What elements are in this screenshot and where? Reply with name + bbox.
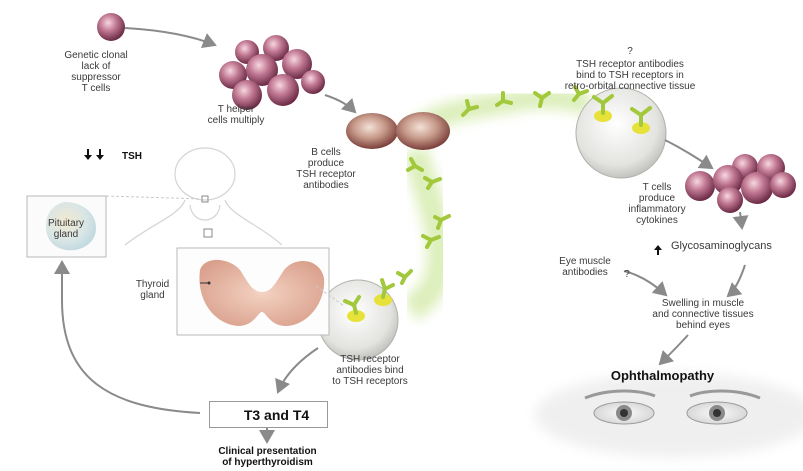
thyroid-marker bbox=[204, 229, 212, 237]
question-mark-top: ? bbox=[620, 46, 640, 57]
pituitary-marker bbox=[202, 196, 208, 202]
ophthalmopathy-label: Ophthalmopathy bbox=[580, 368, 745, 383]
eye-muscle-label: Eye muscle antibodies bbox=[545, 256, 625, 278]
decrease-arrows bbox=[84, 149, 104, 160]
clinical-presentation-label: Clinical presentation of hyperthyroidism bbox=[195, 446, 340, 468]
genetic-label: Genetic clonal lack of suppressor T cell… bbox=[46, 50, 146, 94]
question-mark-mid: ? bbox=[621, 269, 633, 280]
pituitary-label: Pituitary gland bbox=[31, 218, 101, 240]
t-helper-cell-cluster bbox=[219, 35, 325, 110]
retro-orbital-label: TSH receptor antibodies bind to TSH rece… bbox=[545, 59, 715, 92]
glycosaminoglycans-label: Glycosaminoglycans bbox=[671, 241, 772, 252]
retro-orbital-sphere bbox=[576, 88, 666, 178]
t3-t4-label: T3 and T4 bbox=[244, 407, 309, 423]
suppressor-t-cell bbox=[97, 13, 125, 41]
thyroid-pointer-dot bbox=[208, 282, 211, 285]
t-cells-label: T cells produce inflammatory cytokines bbox=[612, 182, 702, 226]
b-cells-label: B cells produce TSH receptor antibodies bbox=[286, 147, 366, 191]
t-helper-label: T helper cells multiply bbox=[196, 104, 276, 126]
tsh-label: TSH bbox=[122, 151, 142, 162]
pituitary-callout-line bbox=[106, 196, 202, 199]
thyroid-label: Thyroid gland bbox=[130, 279, 175, 301]
antibody-glow-down bbox=[410, 150, 440, 310]
b-cells bbox=[346, 112, 450, 150]
swelling-label: Swelling in muscle and connective tissue… bbox=[638, 298, 768, 331]
t3-t4-box: T3 and T4 bbox=[209, 401, 328, 428]
eyes-illustration bbox=[535, 373, 803, 457]
tsh-bind-label: TSH receptor antibodies bind to TSH rece… bbox=[320, 354, 420, 387]
